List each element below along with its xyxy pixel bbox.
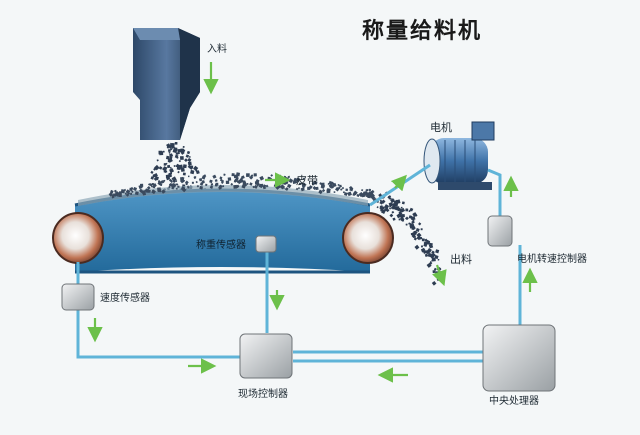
label-motor-speed-controller: 电机转速控制器 xyxy=(517,252,587,265)
flow-arrows xyxy=(87,62,538,383)
speed-sensor-box xyxy=(61,283,95,311)
label-central-processor: 中央处理器 xyxy=(489,394,539,407)
label-field-controller: 现场控制器 xyxy=(238,387,288,400)
roller-right xyxy=(342,212,394,264)
central-processor-box xyxy=(482,324,556,392)
conveyor-belt xyxy=(74,185,371,274)
label-weigh-sensor: 称重传感器 xyxy=(196,238,246,251)
roller-left xyxy=(52,212,104,264)
label-belt: 皮带 xyxy=(296,174,318,187)
field-controller-box xyxy=(239,333,293,379)
motor-speed-controller-box xyxy=(487,215,513,247)
page-title: 称量给料机 xyxy=(362,18,482,44)
hopper xyxy=(133,28,200,140)
label-motor: 电机 xyxy=(430,120,452,134)
label-inlet: 入料 xyxy=(207,42,227,55)
pile-material xyxy=(108,172,376,201)
label-outlet: 出料 xyxy=(450,252,472,266)
weigh-sensor-box xyxy=(255,235,277,253)
motor xyxy=(423,121,495,190)
label-speed-sensor: 速度传感器 xyxy=(100,291,150,304)
